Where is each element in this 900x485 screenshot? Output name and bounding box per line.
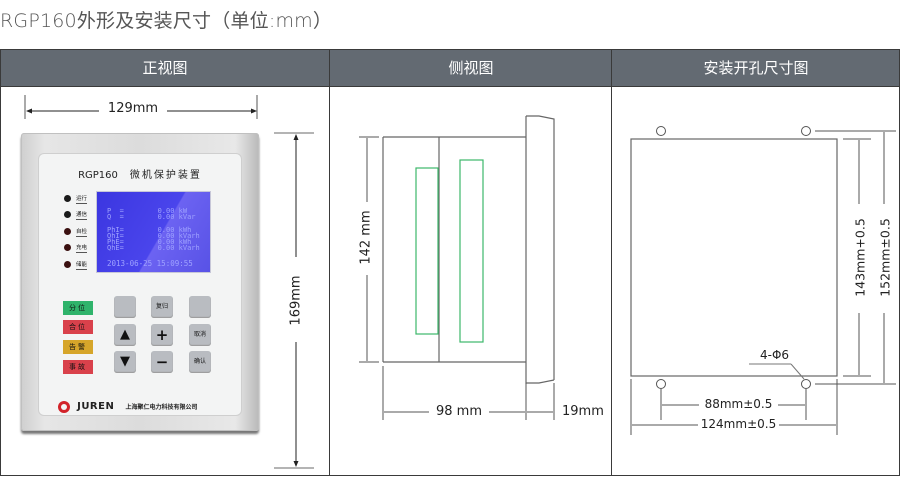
status-alarm: 告警: [63, 340, 93, 354]
juren-logo-icon: [58, 400, 70, 413]
side-depth-dimension-label: 98 mm: [435, 404, 482, 419]
indicator-label: 储能: [76, 262, 88, 270]
device-faceplate: RGP160 微机保护装置 运行 通信 自检 充电: [38, 153, 242, 416]
lcd-screen: P = 0.00 kW Q = 0.00 kVar PhI= 0.00 kWh …: [96, 191, 211, 273]
brand-bar: JUREN 上海聚仁电力科技有限公司: [58, 396, 198, 413]
page-title: RGP160外形及安装尺寸（单位:mm）: [0, 10, 333, 32]
indicator-label: 运行: [76, 196, 88, 204]
key-cancel: 取消: [189, 324, 211, 346]
status-closed-position: 合位: [63, 320, 93, 334]
indicator-label: 自检: [76, 229, 88, 237]
lcd-line: PhI= 0.00 kWh: [107, 226, 192, 234]
indicator-label: 通信: [76, 212, 88, 220]
lcd-line: P = 0.00 kW: [107, 207, 188, 215]
header-front-view: 正视图: [142, 59, 188, 77]
front-dimension-lines: [24, 95, 314, 469]
led-icon: [64, 195, 71, 202]
status-fault: 事故: [63, 360, 93, 374]
led-icon: [64, 211, 71, 218]
cutout-view-cell: 4-Φ6 143mm+0.5 152mm±0.5 88mm±0.5 124mm±…: [613, 87, 899, 475]
key-blank-1: [114, 296, 136, 318]
table-header: 正视图 侧视图 安装开孔尺寸图: [1, 50, 899, 87]
width-dimension-label: 129mm: [107, 101, 159, 116]
side-view-cell: 142 mm 98 mm 19mm: [331, 87, 611, 475]
key-blank-2: [189, 296, 211, 318]
led-icon: [64, 261, 71, 268]
hole-spec-label: 4-Φ6: [760, 348, 790, 362]
key-minus-icon: −: [151, 351, 173, 373]
front-view-cell: 129mm 169mm RGP160 微机保护装置 运行 通信 自检: [1, 87, 329, 475]
key-down-arrow-icon: ▼: [114, 351, 136, 373]
indicator-label: 充电: [76, 245, 88, 253]
side-view-drawing: [359, 115, 555, 420]
cutout-width-dimension-label: 124mm±0.5: [700, 417, 777, 431]
lcd-line: QhI= 0.00 kVarh: [107, 232, 200, 240]
device-name: 微机保护装置: [129, 170, 202, 181]
device-front-panel: RGP160 微机保护装置 运行 通信 自检 充电: [21, 133, 259, 431]
height-dimension-label: 169mm: [288, 275, 304, 326]
lcd-line: PhE= 0.00 kWh: [107, 238, 192, 246]
device-model-label: RGP160 微机保护装置: [39, 166, 241, 181]
outer-height-dimension-label: 152mm±0.5: [877, 218, 893, 297]
led-icon: [64, 228, 71, 235]
status-open-position: 分位: [63, 301, 93, 315]
inner-height-dimension-label: 143mm+0.5: [852, 218, 868, 297]
lcd-line: QhE= 0.00 kVarh: [107, 244, 200, 252]
column-divider: [329, 87, 330, 475]
front-thickness-dimension-label: 19mm: [562, 404, 604, 419]
header-side-view: 侧视图: [329, 50, 612, 86]
company-name: 上海聚仁电力科技有限公司: [125, 404, 198, 411]
header-cutout-view: 安装开孔尺寸图: [611, 50, 900, 86]
led-icon: [64, 244, 71, 251]
column-divider: [611, 87, 612, 475]
key-reset: 复归: [151, 296, 173, 318]
model-number: RGP160: [78, 170, 118, 181]
dimension-table: 正视图 侧视图 安装开孔尺寸图 129mm 169mm: [0, 49, 900, 476]
side-height-dimension-label: 142 mm: [358, 210, 374, 265]
key-up-arrow-icon: ▲: [114, 324, 136, 346]
lcd-line: Q = 0.00 kVar: [107, 213, 196, 221]
cutout-drawing: [630, 126, 896, 435]
brand-name: JUREN: [77, 401, 115, 412]
key-plus-icon: +: [151, 324, 173, 346]
lcd-timestamp: 2013-06-25 15:09:55: [107, 259, 193, 268]
hole-spacing-dimension-label: 88mm±0.5: [704, 397, 773, 411]
key-confirm: 确认: [189, 351, 211, 373]
